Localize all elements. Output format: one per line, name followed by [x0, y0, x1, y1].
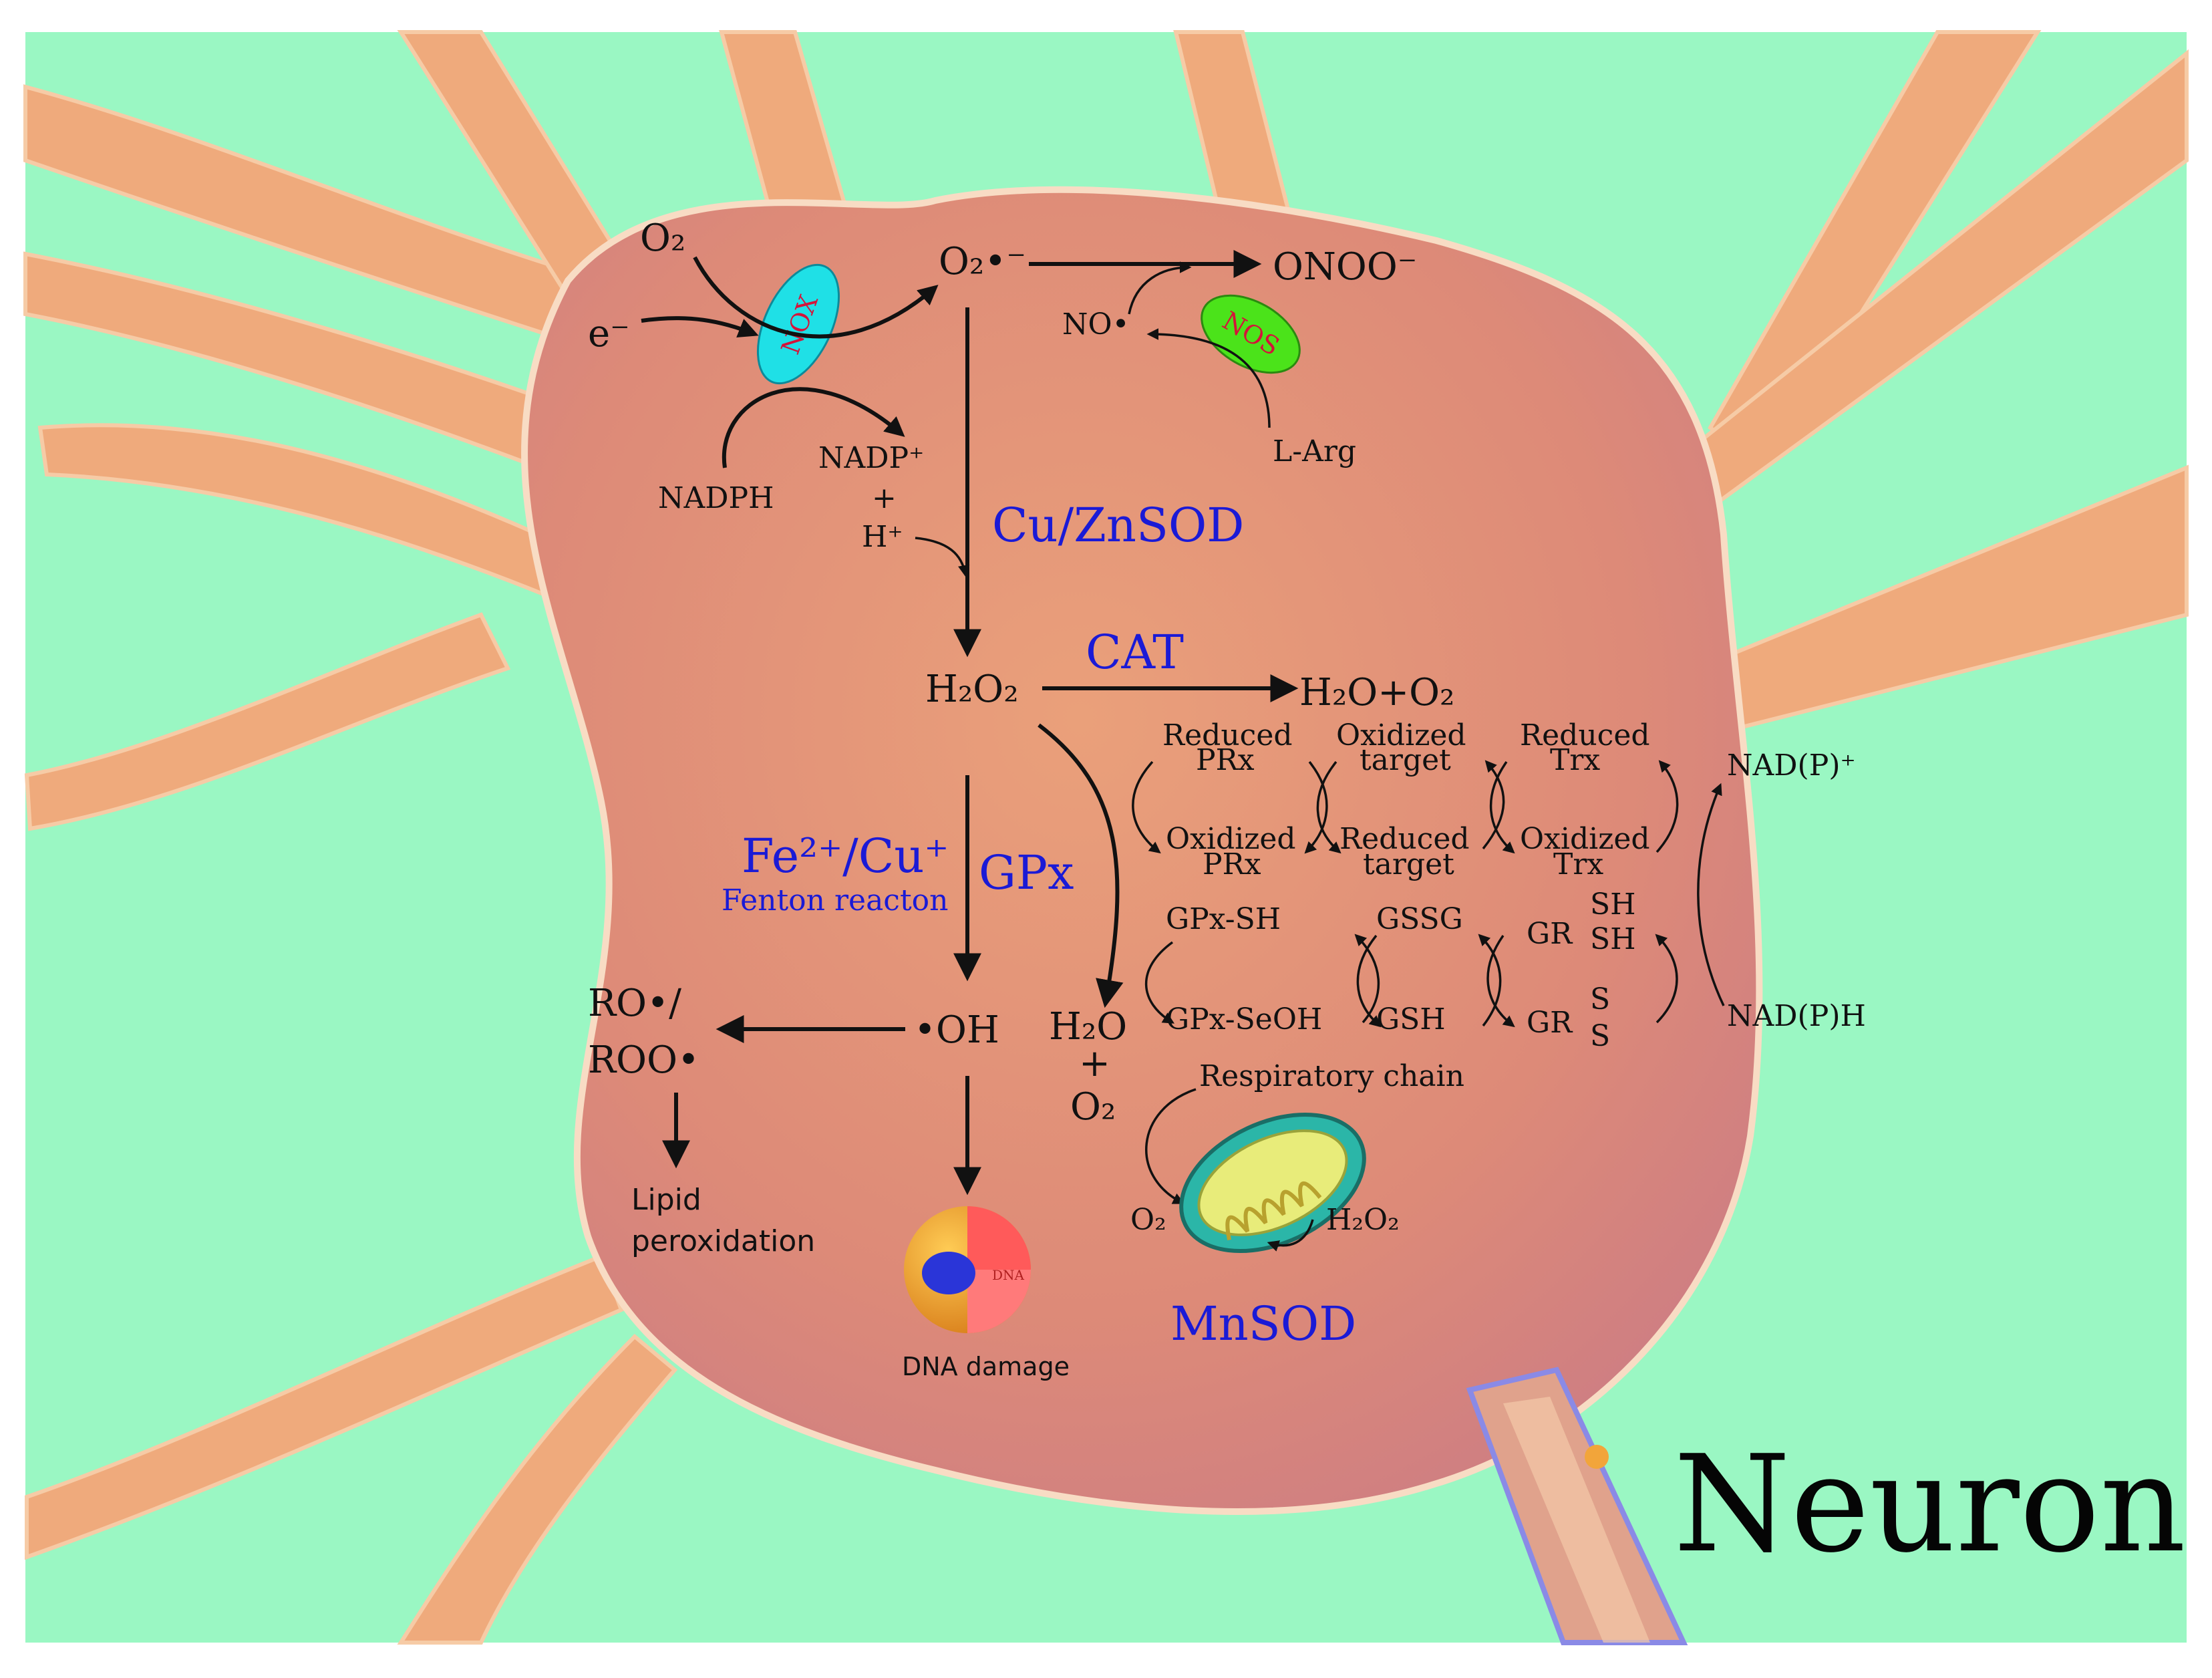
reduced-target-line1: Reduced	[1339, 822, 1470, 856]
gr-sh-top: SH	[1590, 887, 1636, 922]
prx-trx-cycle: Reduced PRx Oxidized target Reduced Trx …	[1132, 718, 1866, 1033]
gpx-label: GPx	[979, 845, 1074, 900]
l-arg-label: L-Arg	[1273, 434, 1356, 468]
nadph-label: NADPH	[658, 481, 774, 515]
electron-label: e⁻	[588, 312, 630, 356]
fenton-caption: Fenton reacton	[722, 883, 948, 918]
h2o2-label: H₂O₂	[925, 668, 1019, 711]
nos-module: NO• NOS L-Arg	[1062, 261, 1356, 468]
nucleus-illustration: DNA	[904, 1206, 1031, 1333]
gsh-label: GSH	[1376, 1002, 1446, 1036]
lipid-label-line1: Lipid	[631, 1183, 701, 1217]
ro-label-line1: RO•/	[588, 982, 681, 1025]
gpx-arrow	[1038, 723, 1124, 1008]
hydroxyl-label: •OH	[914, 1008, 999, 1052]
gr-sh-label: GR	[1527, 917, 1573, 951]
nadp-plus-label: NADP⁺	[818, 441, 924, 475]
gpx-gsh-cycle: GPx-SH GSSG GR SH SH GPx-SeOH GSH GR S S	[1144, 887, 1678, 1053]
superoxide-label: O₂•⁻	[939, 240, 1026, 283]
reduced-trx-line2: Trx	[1550, 743, 1600, 777]
dendrites	[23, 30, 2189, 1645]
axon	[1466, 1367, 1688, 1645]
oxidized-prx-line2: PRx	[1203, 847, 1261, 881]
oxidized-prx-line1: Oxidized	[1166, 822, 1296, 856]
reduced-trx-line1: Reduced	[1520, 718, 1650, 752]
gssg-label: GSSG	[1376, 902, 1463, 936]
gr-s-top: S	[1590, 982, 1610, 1016]
fenton-metals-label: Fe²⁺/Cu⁺	[742, 829, 949, 883]
gr-s-bottom: S	[1590, 1019, 1610, 1053]
neuron-title: Neuron	[1674, 1427, 2186, 1582]
cell-body	[521, 186, 1763, 1515]
nox-enzyme	[756, 263, 840, 385]
nadp-plus-cycle-label: NAD(P)⁺	[1727, 748, 1856, 783]
peroxynitrite-label: ONOO⁻	[1273, 245, 1417, 289]
oxidized-target-line2: target	[1360, 743, 1451, 777]
mn-sod-label: MnSOD	[1170, 1296, 1356, 1351]
mitochondrion-module: Respiratory chain O₂ H₂O₂	[1130, 1059, 1464, 1254]
mito-h2o2-label: H₂O₂	[1326, 1203, 1400, 1237]
gpx-product-h2o: H₂O	[1049, 1005, 1127, 1048]
oxidized-target-line1: Oxidized	[1336, 718, 1466, 752]
nos-enzyme	[1201, 294, 1301, 374]
cat-label: CAT	[1086, 625, 1184, 680]
gr-s-label: GR	[1527, 1006, 1573, 1040]
nadph-cycle-label: NAD(P)H	[1727, 999, 1866, 1033]
reduced-prx-line2: PRx	[1196, 743, 1255, 777]
cat-product-label: H₂O+O₂	[1299, 671, 1454, 714]
no-radical-label: NO•	[1062, 307, 1130, 341]
nox-module: O₂ e⁻ NOX NADPH NADP⁺ + H⁺	[588, 217, 970, 577]
gpx-seoh-label: GPx-SeOH	[1166, 1002, 1322, 1036]
plus-sign: +	[872, 481, 897, 515]
mito-o2-label: O₂	[1130, 1203, 1166, 1237]
reduced-prx-line1: Reduced	[1162, 718, 1293, 752]
ro-label-line2: ROO•	[588, 1038, 699, 1082]
cu-zn-sod-label: Cu/ZnSOD	[992, 498, 1244, 553]
nucleus-dna-text: DNA	[992, 1267, 1025, 1283]
mitochondrion-inner	[1197, 1129, 1348, 1236]
oxidized-trx-line2: Trx	[1553, 847, 1603, 881]
gpx-product-o2: O₂	[1070, 1085, 1116, 1129]
h-plus-label: H⁺	[862, 520, 903, 554]
gpx-product-plus: +	[1079, 1042, 1110, 1085]
lipid-label-line2: peroxidation	[631, 1224, 815, 1258]
oxidized-trx-line1: Oxidized	[1520, 822, 1650, 856]
gr-sh-bottom: SH	[1590, 922, 1636, 956]
dna-damage-caption: DNA damage	[902, 1352, 1070, 1381]
o2-label: O₂	[640, 217, 685, 260]
reduced-target-line2: target	[1363, 847, 1454, 881]
respiratory-chain-label: Respiratory chain	[1199, 1059, 1464, 1093]
gpx-sh-label: GPx-SH	[1166, 902, 1281, 936]
